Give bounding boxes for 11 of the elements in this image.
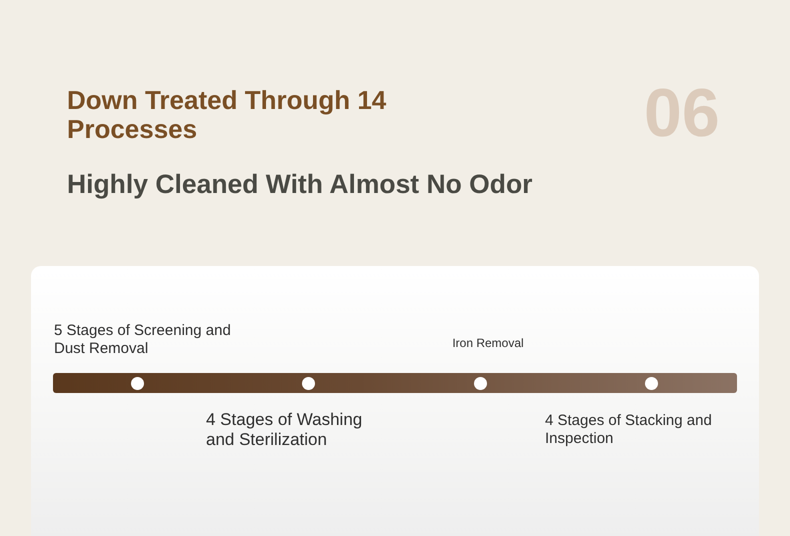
stage-label: 4 Stages of Stacking and Inspection bbox=[545, 412, 713, 448]
stage-label: 4 Stages of Washing and Sterilization bbox=[206, 410, 364, 450]
timeline-bar bbox=[53, 373, 737, 393]
timeline-dot bbox=[302, 376, 314, 390]
stage-label: Iron Removal bbox=[451, 336, 525, 351]
stage-label: 5 Stages of Screening and Dust Removal bbox=[54, 322, 232, 358]
timeline-dot bbox=[130, 376, 144, 390]
timeline-dot bbox=[644, 376, 658, 390]
subheading: Highly Cleaned With Almost No Odor bbox=[67, 168, 532, 200]
timeline-dot bbox=[474, 376, 486, 390]
heading: Down Treated Through 14 Processes bbox=[67, 86, 388, 144]
